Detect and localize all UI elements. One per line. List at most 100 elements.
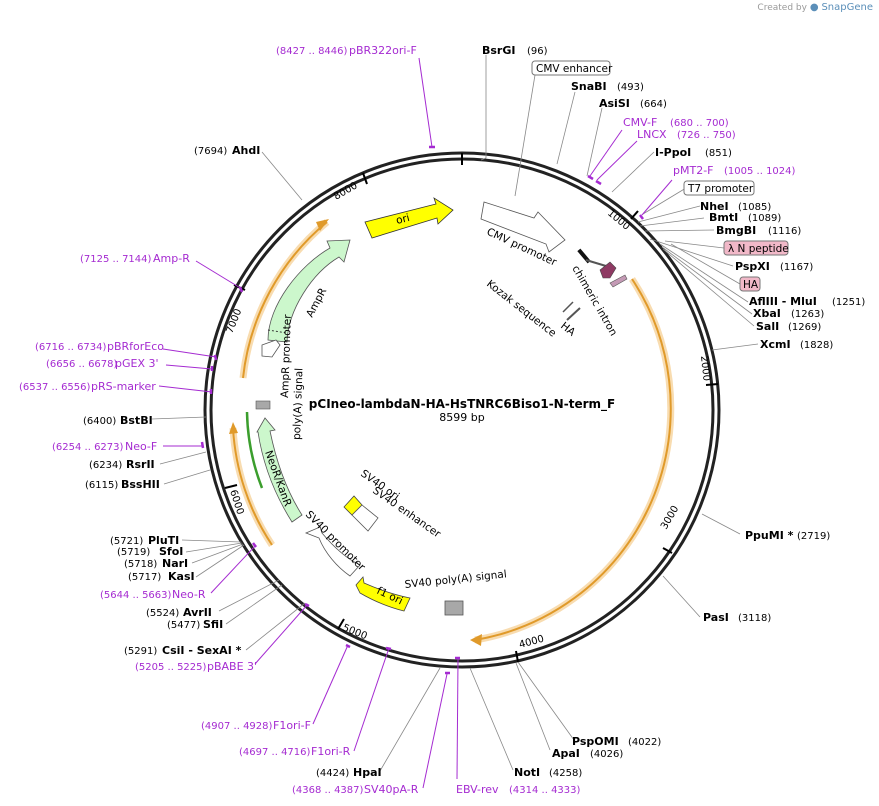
- site-nhei-name: NheI: [700, 200, 729, 213]
- primer-connector-neor: [210, 544, 257, 594]
- site-sfoi-pos: (5719): [117, 547, 150, 558]
- primer-connector-sv40par: [422, 673, 448, 789]
- site-ippoi-pos: (851): [705, 148, 732, 159]
- site-apai-name: ApaI: [552, 747, 580, 760]
- connector-nari: [191, 543, 244, 564]
- primer-connector-pbabe: [254, 603, 309, 665]
- enzyme-connectors: [151, 55, 759, 772]
- site-snabi-pos: (493): [617, 82, 644, 93]
- connector-xbai: [661, 246, 753, 315]
- primer-pbabe-range: (5205 .. 5225): [135, 662, 207, 673]
- connector-hpai: [379, 667, 441, 772]
- primer-connector-f1orir: [353, 647, 390, 752]
- primer-connector-pmt2f: [641, 179, 673, 216]
- primer-mark-f1orir: [385, 646, 392, 651]
- site-avrii-name: AvrII: [183, 606, 212, 619]
- primer-neof-range: (6254 .. 6273): [52, 442, 124, 453]
- site-pspxi-name: PspXI: [735, 260, 770, 273]
- connector-noti: [469, 667, 514, 771]
- primer-neor-name: Neo-R: [172, 588, 206, 601]
- site-bsrgi-pos: (96): [527, 46, 548, 57]
- site-sfoi-name: SfoI: [159, 545, 183, 558]
- primer-cmvf-range: (680 .. 700): [670, 118, 729, 129]
- neo-kanr-label: NeoR/KanR: [262, 449, 293, 508]
- site-ahdi-name: AhdI: [232, 144, 260, 157]
- ruler-mark-1000: [630, 210, 639, 220]
- primer-f1orif-name: F1ori-F: [273, 719, 311, 732]
- connector-kasi: [195, 544, 245, 578]
- ruler-mark-4000: [515, 650, 519, 663]
- site-sfii-pos: (5477): [167, 620, 200, 631]
- ruler-tick-3000: 3000: [659, 504, 681, 532]
- connector-bmti: [639, 217, 705, 227]
- connector-pspomi: [517, 661, 575, 741]
- connector-bstbi: [151, 416, 207, 420]
- primer-mark-pbrforeco: [213, 354, 218, 361]
- enzyme-labels: BsrGI (96) SnaBI (493) AsiSI (664) I-Ppo…: [83, 44, 865, 779]
- site-bstbi-name: BstBI: [120, 414, 153, 427]
- site-bmti-pos: (1089): [748, 213, 781, 224]
- primer-connector-cmvf: [589, 129, 623, 177]
- site-pasi-pos: (3118): [738, 613, 771, 624]
- orf-arc-main-arrowhead: [470, 634, 482, 646]
- primer-neor-range: (5644 .. 5663): [100, 590, 172, 601]
- site-pspomi-pos: (4022): [628, 737, 661, 748]
- connector-xcmi: [711, 343, 759, 351]
- snapgene-watermark: Created by ● SnapGene: [757, 2, 873, 13]
- site-sali-pos: (1269): [788, 322, 821, 333]
- primer-connector-f1orif: [312, 644, 349, 725]
- primer-mark-neof: [200, 441, 205, 449]
- ruler-mark-6000: [224, 484, 238, 489]
- connector-ha: [670, 243, 741, 285]
- ori-label: ori: [395, 212, 411, 227]
- intron-body: [585, 259, 607, 267]
- primer-pmt2f-range: (1005 .. 1024): [724, 166, 796, 177]
- primer-pmt2f-name: pMT2-F: [673, 164, 714, 177]
- primer-pgex-name: pGEX 3': [115, 357, 159, 370]
- site-pspxi-pos: (1167): [780, 262, 813, 273]
- site-kasi-pos: (5717): [128, 572, 161, 583]
- site-noti-name: NotI: [514, 766, 540, 779]
- site-xbai-name: XbaI: [753, 307, 781, 320]
- site-ppumi-pos: (2719): [797, 531, 830, 542]
- connector-ippoi: [611, 151, 655, 193]
- site-noti-pos: (4258): [549, 768, 582, 779]
- orf-arc-neo-line: [232, 427, 273, 546]
- connector-snabi: [556, 91, 576, 165]
- ampr-promoter-feature: [261, 339, 281, 358]
- site-avrii-pos: (5524): [146, 608, 179, 619]
- connector-pspxi: [649, 238, 734, 267]
- kozak-label: Kozak sequence: [484, 278, 558, 340]
- site-ippoi-name: I-PpoI: [655, 146, 691, 159]
- site-sali-name: SalI: [756, 320, 779, 333]
- connector-pluti: [181, 539, 242, 543]
- primer-lncx-name: LNCX: [637, 128, 667, 141]
- cmv-enhancer-label: CMV enhancer: [536, 63, 613, 75]
- connector-rsrii: [159, 451, 207, 465]
- site-csii-name: CsiI - SexAI *: [162, 644, 242, 657]
- site-snabi-name: SnaBI: [571, 80, 607, 93]
- ruler-tick-8000: 8000: [332, 180, 360, 202]
- site-bsshii-name: BssHII: [121, 478, 160, 491]
- primer-ebv-range: (4314 .. 4333): [509, 785, 581, 796]
- primer-sv40par-range: (4368 .. 4387): [292, 785, 364, 796]
- ampr-promoter-dash: [267, 329, 288, 334]
- neo-kanr-feature: [256, 417, 303, 523]
- site-bmgbi-pos: (1116): [768, 226, 801, 237]
- primer-pbabe-name: pBABE 3': [207, 660, 257, 673]
- kozak-marker: [562, 301, 574, 313]
- primer-mark-pmt2f: [639, 214, 644, 220]
- connector-ahdi: [261, 151, 303, 201]
- primer-connector-pbr322ori: [418, 57, 433, 148]
- primer-connector-ebv: [456, 658, 459, 780]
- site-xcmi-name: XcmI: [760, 338, 791, 351]
- connector-cmv-enhancer: [514, 74, 536, 197]
- polya-feature: [255, 400, 271, 410]
- site-hpai-name: HpaI: [353, 766, 382, 779]
- primer-mark-f1orif: [345, 643, 351, 649]
- primer-mark-lncx: [595, 179, 602, 186]
- connector-nhei: [637, 205, 701, 223]
- ampr-label: AmpR: [304, 286, 329, 319]
- ruler-tick-2000: 2000: [698, 355, 712, 381]
- primer-connector-prs: [158, 385, 213, 393]
